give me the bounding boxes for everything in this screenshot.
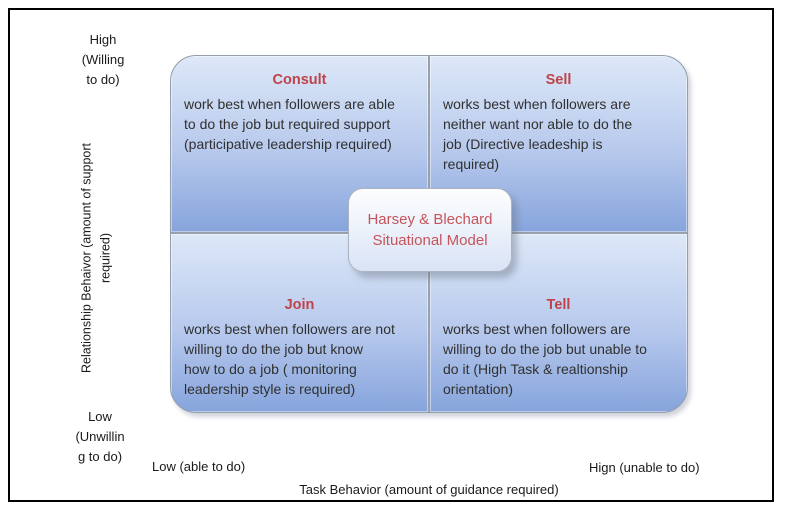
quadrant-consult-title: Consult — [272, 72, 327, 88]
quadrant-sell-body: works best when followers are neither wa… — [443, 96, 633, 173]
quadrant-join-title: Join — [284, 297, 315, 313]
y-axis-high-label: High (Willing to do) — [81, 32, 125, 88]
center-model-label: Harsey & Blechard Situational Model — [367, 211, 493, 249]
y-axis-low-label: Low (Unwillin g to do) — [75, 409, 125, 465]
quadrant-tell-title: Tell — [546, 297, 571, 313]
quadrant-join-body: works best when followers are not willin… — [184, 321, 395, 398]
quadrant-tell-body: works best when followers are willing to… — [443, 321, 647, 398]
x-axis-high-label: Hign (unable to do) — [589, 460, 700, 475]
x-axis-low-label: Low (able to do) — [152, 459, 246, 474]
x-axis-title: Task Behavior (amount of guidance requir… — [299, 482, 559, 497]
quadrant-sell-title: Sell — [545, 72, 572, 88]
center-model-box: Harsey & Blechard Situational Model — [348, 188, 512, 272]
y-axis-title: Relationship Behaivor (amount of support… — [79, 143, 112, 373]
quadrant-consult-body: work best when followers are able to do … — [184, 96, 395, 153]
